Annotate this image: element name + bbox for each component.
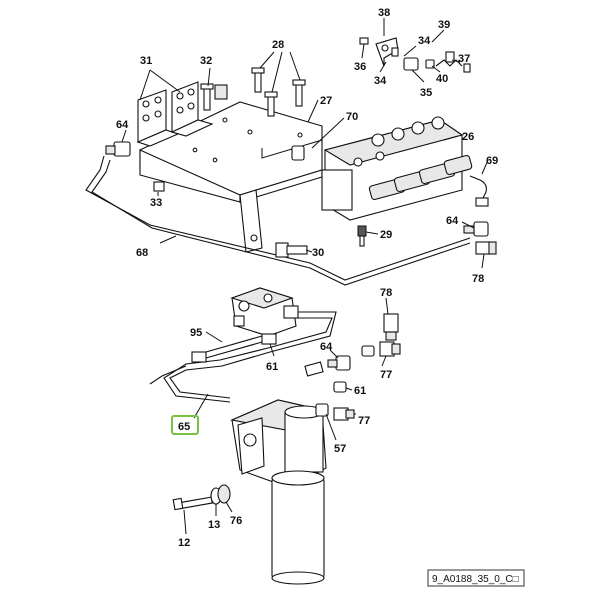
fitting-77-lower	[333, 407, 355, 421]
fitting-77-middle	[379, 341, 401, 357]
callout-32[interactable]: 32	[200, 55, 212, 67]
callout-26[interactable]: 26	[462, 131, 474, 143]
bolt-29	[357, 225, 367, 247]
callout-40[interactable]: 40	[436, 73, 448, 85]
callout-33[interactable]: 33	[150, 197, 162, 209]
callout-61-right[interactable]: 61	[354, 385, 366, 397]
callout-29[interactable]: 29	[380, 229, 392, 241]
callout-65[interactable]: 65	[178, 421, 190, 433]
fitting-64-right	[463, 221, 489, 237]
callout-39[interactable]: 39	[438, 19, 450, 31]
filter-assembly	[230, 399, 327, 585]
callout-64-upper[interactable]: 64	[116, 119, 129, 131]
callout-61-left[interactable]: 61	[266, 361, 278, 373]
callout-36[interactable]: 36	[354, 61, 366, 73]
reference-code: 9_A0188_35_0_C□	[432, 574, 519, 585]
callout-13[interactable]: 13	[208, 519, 220, 531]
callout-77-middle[interactable]: 77	[380, 369, 392, 381]
fitting-78-right	[475, 241, 497, 255]
callout-95[interactable]: 95	[190, 327, 202, 339]
hose-lines	[149, 311, 337, 403]
bolts	[200, 67, 306, 161]
callout-12[interactable]: 12	[178, 537, 190, 549]
callout-34-b[interactable]: 34	[374, 75, 387, 87]
mounting-plate	[139, 101, 323, 253]
nut-76	[217, 484, 231, 504]
callout-68[interactable]: 68	[136, 247, 148, 259]
callout-64-right[interactable]: 64	[446, 215, 459, 227]
callout-35[interactable]: 35	[420, 87, 432, 99]
callout-69[interactable]: 69	[486, 155, 498, 167]
pedal-brackets	[136, 81, 214, 147]
callout-27[interactable]: 27	[320, 95, 332, 107]
callout-28[interactable]: 28	[272, 39, 284, 51]
callout-76[interactable]: 76	[230, 515, 242, 527]
fitting-61-right	[361, 345, 375, 357]
callout-30[interactable]: 30	[312, 247, 324, 259]
highlight-box	[171, 415, 199, 435]
fitting-78-middle	[383, 313, 399, 341]
callout-78-middle[interactable]: 78	[380, 287, 392, 299]
fitting-64-upper	[105, 141, 131, 157]
bolt-30	[275, 242, 308, 258]
callout-77-lower[interactable]: 77	[358, 415, 370, 427]
fitting-64-middle	[327, 355, 351, 371]
callout-labels: 38 39 36 34 34 37 40 35 31 32 28 27 70 2…	[116, 7, 498, 549]
control-valve	[321, 116, 489, 221]
reference-code-box: 9_A0188_35_0_C□	[427, 569, 525, 587]
callout-34-a[interactable]: 34	[418, 35, 431, 47]
callout-64-middle[interactable]: 64	[320, 341, 333, 353]
callout-37[interactable]: 37	[458, 53, 470, 65]
pressure-valve	[230, 287, 299, 337]
leader-lines	[121, 18, 489, 535]
fitting-57	[315, 403, 329, 417]
fitting-61-middle	[333, 381, 347, 393]
callout-70[interactable]: 70	[346, 111, 358, 123]
lever-linkage	[359, 37, 471, 73]
callout-31[interactable]: 31	[140, 55, 152, 67]
callout-57[interactable]: 57	[334, 443, 346, 455]
nut-33	[153, 181, 165, 192]
callout-38[interactable]: 38	[378, 7, 390, 19]
bolt-12	[172, 496, 213, 511]
callout-78-right[interactable]: 78	[472, 273, 484, 285]
